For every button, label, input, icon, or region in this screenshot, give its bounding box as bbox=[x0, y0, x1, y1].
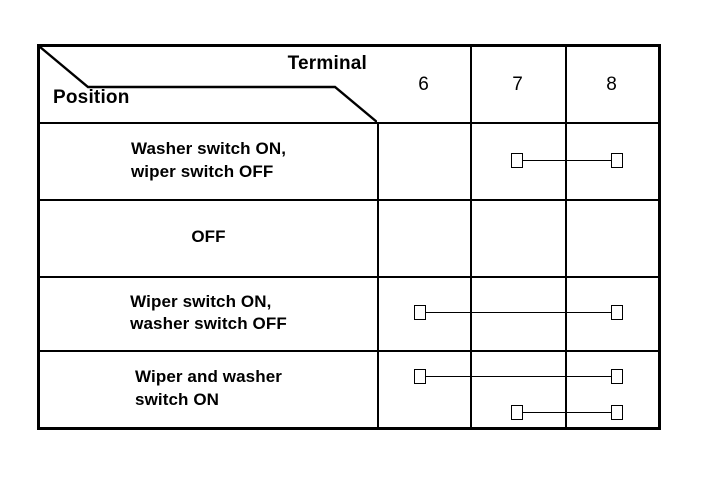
terminal-square-6 bbox=[414, 369, 426, 384]
table-row: Wiper switch ON, washer switch OFF bbox=[40, 276, 377, 350]
column-separator-7-8 bbox=[565, 47, 567, 427]
row-separator-2 bbox=[40, 276, 658, 278]
header-corner-cell: Terminal Position bbox=[40, 47, 377, 122]
continuity-table: Terminal Position 6 7 8 Washer switch ON… bbox=[37, 44, 661, 430]
row-position-label: Washer switch ON, wiper switch OFF bbox=[130, 139, 287, 181]
column-separator-position bbox=[377, 122, 379, 427]
continuity-wire-7-8 bbox=[523, 411, 611, 414]
table-row: Wiper and washer switch ON bbox=[40, 350, 377, 427]
column-header-terminal-8: 8 bbox=[606, 73, 617, 95]
terminal-square-8 bbox=[611, 305, 623, 320]
continuity-wire-6-8 bbox=[426, 375, 611, 378]
row-position-label: Wiper and washer switch ON bbox=[135, 367, 282, 409]
header-position-label: Position bbox=[53, 87, 130, 108]
row-position-label: OFF bbox=[191, 227, 226, 247]
column-header-terminal-6: 6 bbox=[418, 73, 429, 95]
terminal-square-8 bbox=[611, 369, 623, 384]
table-row: OFF bbox=[40, 199, 377, 276]
continuity-wire-6-8 bbox=[426, 311, 611, 314]
terminal-square-7 bbox=[511, 153, 523, 168]
terminal-square-6 bbox=[414, 305, 426, 320]
row-position-label: Wiper switch ON, washer switch OFF bbox=[130, 291, 287, 333]
table-row: Washer switch ON, wiper switch OFF bbox=[40, 122, 377, 199]
table-inner: Terminal Position 6 7 8 Washer switch ON… bbox=[40, 47, 658, 427]
terminal-square-8 bbox=[611, 405, 623, 420]
header-terminal-label: Terminal bbox=[287, 53, 367, 74]
terminal-square-7 bbox=[511, 405, 523, 420]
row-separator-header bbox=[40, 122, 658, 124]
continuity-wire-7-8 bbox=[523, 159, 611, 162]
terminal-square-8 bbox=[611, 153, 623, 168]
column-header-terminal-7: 7 bbox=[512, 73, 523, 95]
row-separator-3 bbox=[40, 350, 658, 352]
column-separator-6-7 bbox=[470, 47, 472, 427]
row-separator-1 bbox=[40, 199, 658, 201]
